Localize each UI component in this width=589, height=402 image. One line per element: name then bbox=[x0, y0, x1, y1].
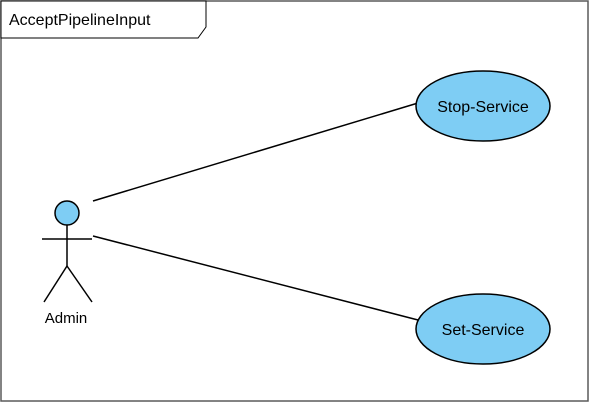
actor-head bbox=[54, 200, 80, 226]
use-case-set-service[interactable]: Set-Service bbox=[415, 293, 551, 365]
frame-title-tab bbox=[0, 0, 207, 39]
use-case-stop-service-label: Stop-Service bbox=[437, 99, 529, 116]
actor-left-leg bbox=[43, 265, 68, 303]
actor-right-leg bbox=[66, 265, 93, 303]
use-case-set-service-ellipse bbox=[415, 293, 551, 365]
actor-label: Admin bbox=[45, 310, 88, 327]
use-case-stop-service-ellipse bbox=[415, 70, 551, 142]
association-admin-stop-service bbox=[92, 102, 419, 202]
use-case-stop-service[interactable]: Stop-Service bbox=[415, 70, 551, 142]
frame-title: AcceptPipelineInput bbox=[9, 12, 151, 29]
use-case-set-service-label: Set-Service bbox=[442, 322, 525, 339]
actor-admin[interactable]: Admin bbox=[42, 200, 93, 327]
association-admin-set-service bbox=[92, 235, 419, 321]
